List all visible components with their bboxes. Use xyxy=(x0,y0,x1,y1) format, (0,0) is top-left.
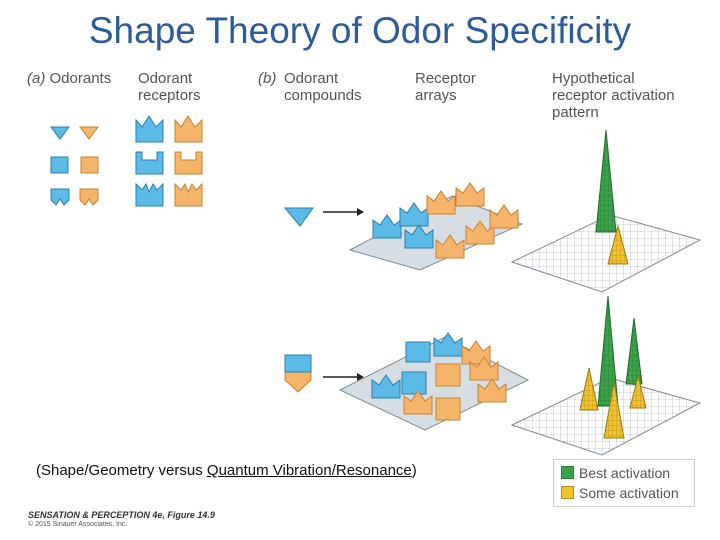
caption-link[interactable]: Quantum Vibration/Resonance xyxy=(206,462,412,479)
blue-square-odorant xyxy=(50,156,69,174)
panel-a-letter: (a) xyxy=(27,70,46,87)
odorant-compound-triangle xyxy=(283,207,314,227)
orange-square-odorant xyxy=(80,156,99,174)
orange-notch-odorant xyxy=(79,188,99,206)
odorant-shapes xyxy=(50,126,99,206)
receptor-array-2 xyxy=(371,332,507,421)
slide-title: Shape Theory of Odor Specificity xyxy=(88,10,632,51)
some-activation-swatch xyxy=(561,486,574,499)
best-activation-label: Best activation xyxy=(579,465,671,481)
activation-pattern-label: Hypothetical receptor activation pattern xyxy=(552,70,675,121)
blue-triangle-odorant xyxy=(50,126,70,140)
caption: (Shape/Geometry versus Quantum Vibration… xyxy=(36,462,417,479)
blue-notch-odorant xyxy=(50,188,70,206)
odorant-compounds-label: Odorant compounds xyxy=(284,70,362,104)
copyright-credit: © 2015 Sinauer Associates, Inc. xyxy=(28,521,128,528)
best-activation-swatch xyxy=(561,466,574,479)
arrow-1 xyxy=(357,208,364,216)
panel-a-label: (a) Odorants xyxy=(27,70,111,87)
orange-receptor-1 xyxy=(174,115,203,143)
caption-prefix: (Shape/Geometry versus xyxy=(36,462,207,479)
orange-triangle-odorant xyxy=(79,126,99,140)
blue-receptor-1 xyxy=(135,115,164,143)
caption-suffix: ) xyxy=(411,462,417,479)
receptor-shapes xyxy=(135,115,203,207)
odorant-receptors-label: Odorant receptors xyxy=(138,70,201,104)
orange-receptor-2 xyxy=(174,151,203,175)
receptor-arrays-label: Receptor arrays xyxy=(415,70,476,104)
receptor-array-1 xyxy=(372,182,519,259)
arrow-2 xyxy=(357,373,364,381)
blue-receptor-3 xyxy=(135,182,164,207)
some-activation-label: Some activation xyxy=(579,485,679,501)
orange-receptor-3 xyxy=(174,182,203,207)
blue-receptor-2 xyxy=(135,151,164,175)
panel-b-letter: (b) xyxy=(258,70,277,87)
odorants-label: Odorants xyxy=(49,70,112,87)
activation-legend: Best activation Some activation xyxy=(553,459,695,507)
figure-credit: SENSATION & PERCEPTION 4e, Figure 14.9 xyxy=(28,510,215,520)
